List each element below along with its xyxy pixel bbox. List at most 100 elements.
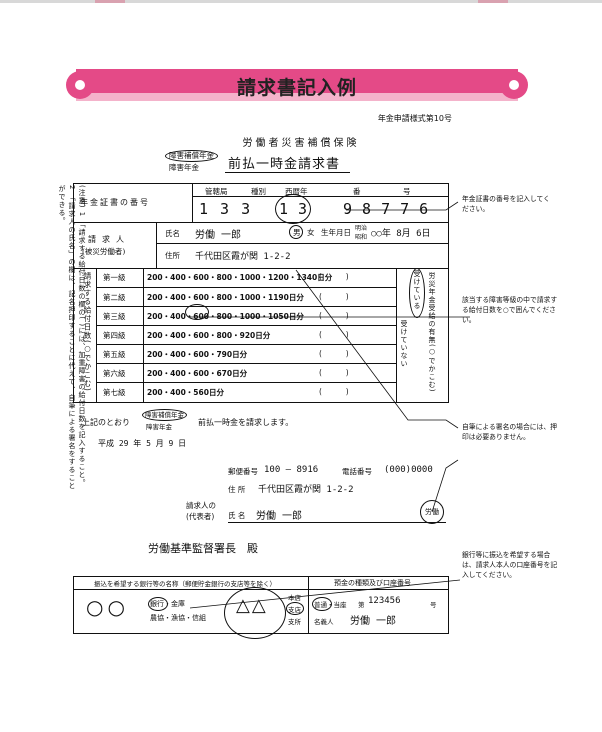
receipt-status-label: 労災年金受給の有無(○でかこむ)	[428, 272, 436, 393]
grade-separator	[143, 364, 144, 383]
statement-date: 平成 29 年 5 月 9 日	[98, 439, 187, 448]
pension-type-option-2: 障害年金	[169, 163, 199, 172]
bank-body-divider	[308, 589, 309, 633]
contact-name-line	[228, 522, 446, 523]
grade-label: 第五級	[103, 350, 126, 359]
claimant-fields: 氏名 労働 一郎 男 女 生年月日 明治 昭和 ○○年 8月 6日 住所 千代田…	[156, 222, 449, 268]
grade-row: 第六級 200・400・600・670日分 ( )	[97, 363, 397, 383]
postal-label: 郵便番号	[228, 467, 258, 476]
cert-digit-6: 9	[343, 200, 363, 218]
branch-option-3: 支所	[288, 618, 301, 626]
bank-type-circle	[148, 597, 168, 611]
doc-title-top: 労働者災害補償保険	[242, 138, 360, 149]
cert-digits-bureau: 133	[199, 200, 262, 218]
cert-header-ban: 番	[353, 187, 361, 196]
era-showa: 昭和	[355, 234, 368, 241]
name-value: 労働 一郎	[195, 230, 242, 241]
pension-cert-grid: 管轄局 種別 西暦年 番 号 133 13 98776	[192, 184, 449, 224]
banner-shape	[66, 69, 528, 101]
year-circle	[275, 194, 311, 224]
side-note-prefix: (注意)	[78, 185, 86, 209]
claimant-section: 請求人 (被災労働者) 氏名 労働 一郎 男 女 生年月日 明治 昭和 ○○年 …	[74, 222, 449, 269]
grade-label: 第二級	[103, 293, 126, 302]
grade-separator	[143, 383, 144, 402]
side-note-item1: 1 「請求する給付日数の欄の( )には、加重障害の給付日数を記入すること。	[78, 211, 86, 488]
claimant-divider	[157, 243, 449, 244]
rep-label: 請求人の (代表者)	[186, 501, 216, 521]
name-label: 氏名	[165, 229, 180, 238]
title-banner: 請求書記入例	[66, 66, 528, 104]
statement-type-1: 障害補償年金	[142, 409, 187, 421]
grade-days: 200・400・560日分	[147, 388, 224, 397]
cert-header-year: 西暦年	[285, 187, 308, 196]
grade-days: 200・400・600・670日分	[147, 369, 248, 378]
grade-paren: ( )	[319, 311, 349, 320]
branch-option-circle	[286, 602, 304, 615]
cert-header-bureau: 管轄局	[205, 187, 228, 196]
grade-label: 第四級	[103, 331, 126, 340]
annotation-days: 該当する障害等級の中で請求する給付日数を○で囲んでください。	[462, 296, 558, 324]
grade-paren: ( )	[319, 349, 349, 358]
top-strip	[0, 0, 602, 3]
annotation-cert: 年金証書の番号を記入してください。	[462, 195, 550, 213]
cert-digit-1: 1	[199, 200, 221, 218]
cert-digit-2: 3	[220, 200, 242, 218]
cert-digit-9: 7	[400, 200, 420, 218]
receipt-status: 労災年金受給の有無(○でかこむ) 受けている 受けていない	[396, 268, 449, 402]
grade-separator	[143, 326, 144, 345]
benefit-days-label: 請求する給付日数(○でかこむ)	[83, 272, 92, 392]
grade-paren: ( )	[319, 330, 349, 339]
grade-days: 200・400・600・800・920日分	[147, 331, 271, 340]
address-value: 千代田区霞が関 1-2-2	[195, 252, 291, 262]
top-tab-left	[95, 0, 125, 3]
pension-cert-label: 年金証書の番号	[80, 198, 150, 207]
doc-title-main: 前払一時金請求書	[228, 157, 341, 172]
bank-header-divider	[308, 577, 309, 589]
cert-digit-7: 8	[362, 200, 382, 218]
side-note: (注意) 1 「請求する給付日数の欄の( )には、加重障害の給付日数を記入するこ…	[57, 185, 87, 495]
grade-paren: ( )	[319, 272, 349, 281]
grade-label: 第六級	[103, 369, 126, 378]
phone-label: 電話番号	[342, 467, 372, 476]
dob-value: ○○年 8月 6日	[371, 229, 431, 239]
gender-female: 女	[307, 228, 315, 237]
grade-separator	[143, 288, 144, 307]
contact-address-label: 住 所	[228, 485, 246, 494]
pension-type-option-1: 障害補償年金	[165, 150, 218, 162]
bank-header-right: 預金の種類及び口座番号	[334, 579, 411, 587]
grade-row: 第四級 200・400・600・800・920日分 ( )	[97, 325, 397, 345]
page-title: 請求書記入例	[236, 77, 357, 99]
branch-option-1: 本店	[288, 594, 301, 602]
dob-label: 生年月日	[321, 228, 351, 237]
cert-header-type: 種別	[251, 187, 266, 196]
claimant-label: 請求人	[88, 235, 130, 244]
claimant-sublabel: (被災労働者)	[82, 247, 126, 256]
deposit-type-circle	[312, 597, 332, 611]
grade-paren: ( )	[319, 368, 349, 377]
account-suffix: 号	[430, 601, 437, 609]
receipt-yes-circle	[409, 268, 425, 318]
statement-suffix: 前払一時金を請求します。	[198, 418, 294, 427]
grade-paren: ( )	[319, 387, 349, 396]
addressee: 労働基準監督署長 殿	[148, 542, 258, 555]
bank-header-left: 振込を希望する銀行等の名称（郵便貯金銀行の支店等を除く）	[94, 580, 276, 588]
account-label: 第	[358, 601, 365, 609]
grade-separator	[143, 345, 144, 364]
contact-name-value: 労働 一郎	[256, 511, 303, 522]
grade-days: 200・400・600・800・1000・1050日分	[147, 312, 304, 321]
account-number: 123456	[368, 596, 401, 606]
pension-cert-row: 年金証書の番号 管轄局 種別 西暦年 番 号 133 13 98776	[74, 184, 449, 224]
cert-digit-10: 6	[419, 200, 439, 218]
holder-value: 労働 一郎	[350, 616, 397, 627]
holder-label: 名義人	[314, 618, 334, 626]
grade-label: 第一級	[103, 273, 126, 282]
grade-paren: ( )	[319, 292, 349, 301]
grade-label: 第七級	[103, 388, 126, 397]
statement-types: 障害補償年金 障害年金	[142, 409, 192, 431]
